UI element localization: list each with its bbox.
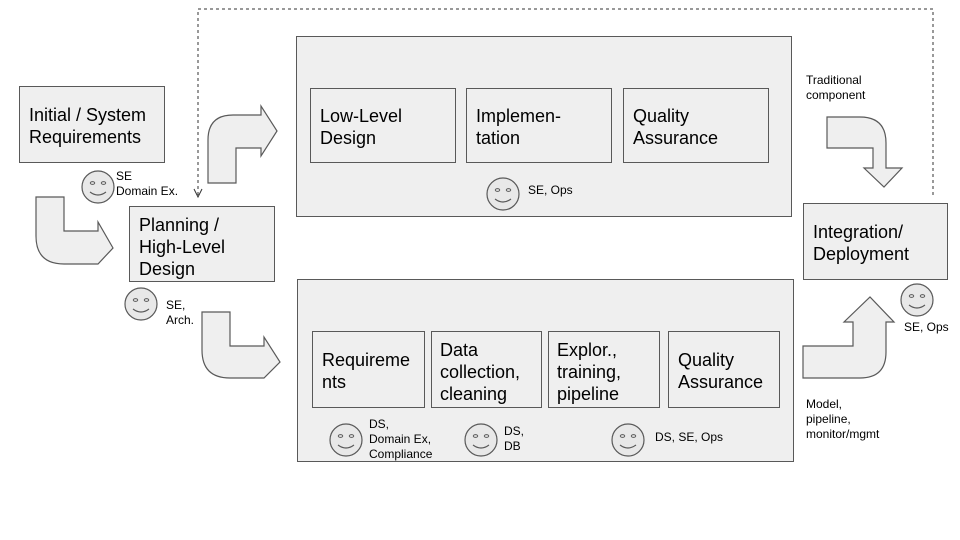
low-level-design-label: Low-Level Design: [320, 106, 403, 148]
initial-requirements-box: Initial / System Requirements: [19, 86, 165, 163]
quality-assurance-bottom-label: Quality Assurance: [678, 350, 764, 392]
implementation-label: Implemen- tation: [476, 106, 562, 148]
arrow-bend-icon: [207, 103, 278, 184]
dashed-feedback-arrow: [197, 8, 934, 196]
arrow-bend-icon: [802, 296, 896, 379]
quality-assurance-top-box: Quality Assurance: [623, 88, 769, 163]
arrow-bend-icon: [35, 196, 114, 265]
requirements-ml-box: Requireme nts: [312, 331, 425, 408]
role-data: DS, DB: [504, 424, 525, 453]
role-bottom-lane: DS, SE, Ops: [655, 430, 724, 444]
planning-label: Planning / High-Level Design: [139, 215, 226, 279]
role-top-lane: SE, Ops: [528, 183, 573, 197]
quality-assurance-top-label: Quality Assurance: [633, 106, 719, 148]
data-collection-label: Data collection, cleaning: [440, 340, 521, 404]
exploration-label: Explor., training, pipeline: [557, 340, 622, 404]
initial-requirements-label: Initial / System Requirements: [29, 105, 147, 147]
note-traditional: Traditional component: [806, 73, 866, 102]
requirements-ml-label: Requireme nts: [322, 350, 411, 392]
smiley-face-icon: [329, 423, 363, 457]
smiley-face-icon: [900, 283, 934, 317]
role-initial: SE Domain Ex.: [116, 169, 179, 198]
smiley-face-icon: [486, 177, 520, 211]
smiley-face-icon: [464, 423, 498, 457]
quality-assurance-bottom-box: Quality Assurance: [668, 331, 780, 408]
exploration-box: Explor., training, pipeline: [548, 331, 660, 408]
implementation-box: Implemen- tation: [466, 88, 612, 163]
smiley-face-icon: [611, 423, 645, 457]
note-model: Model, pipeline, monitor/mgmt: [806, 397, 880, 441]
smiley-face-icon: [81, 170, 115, 204]
integration-label: Integration/ Deployment: [813, 222, 910, 264]
data-collection-box: Data collection, cleaning: [431, 331, 542, 408]
arrow-bend-icon: [201, 311, 281, 379]
role-integration: SE, Ops: [904, 320, 949, 334]
low-level-design-box: Low-Level Design: [310, 88, 456, 163]
arrow-bend-icon: [826, 116, 904, 188]
planning-box: Planning / High-Level Design: [129, 206, 275, 282]
role-requirements: DS, Domain Ex, Compliance: [369, 417, 433, 461]
smiley-face-icon: [124, 287, 158, 321]
integration-box: Integration/ Deployment: [803, 203, 948, 280]
role-planning: SE, Arch.: [166, 298, 195, 327]
